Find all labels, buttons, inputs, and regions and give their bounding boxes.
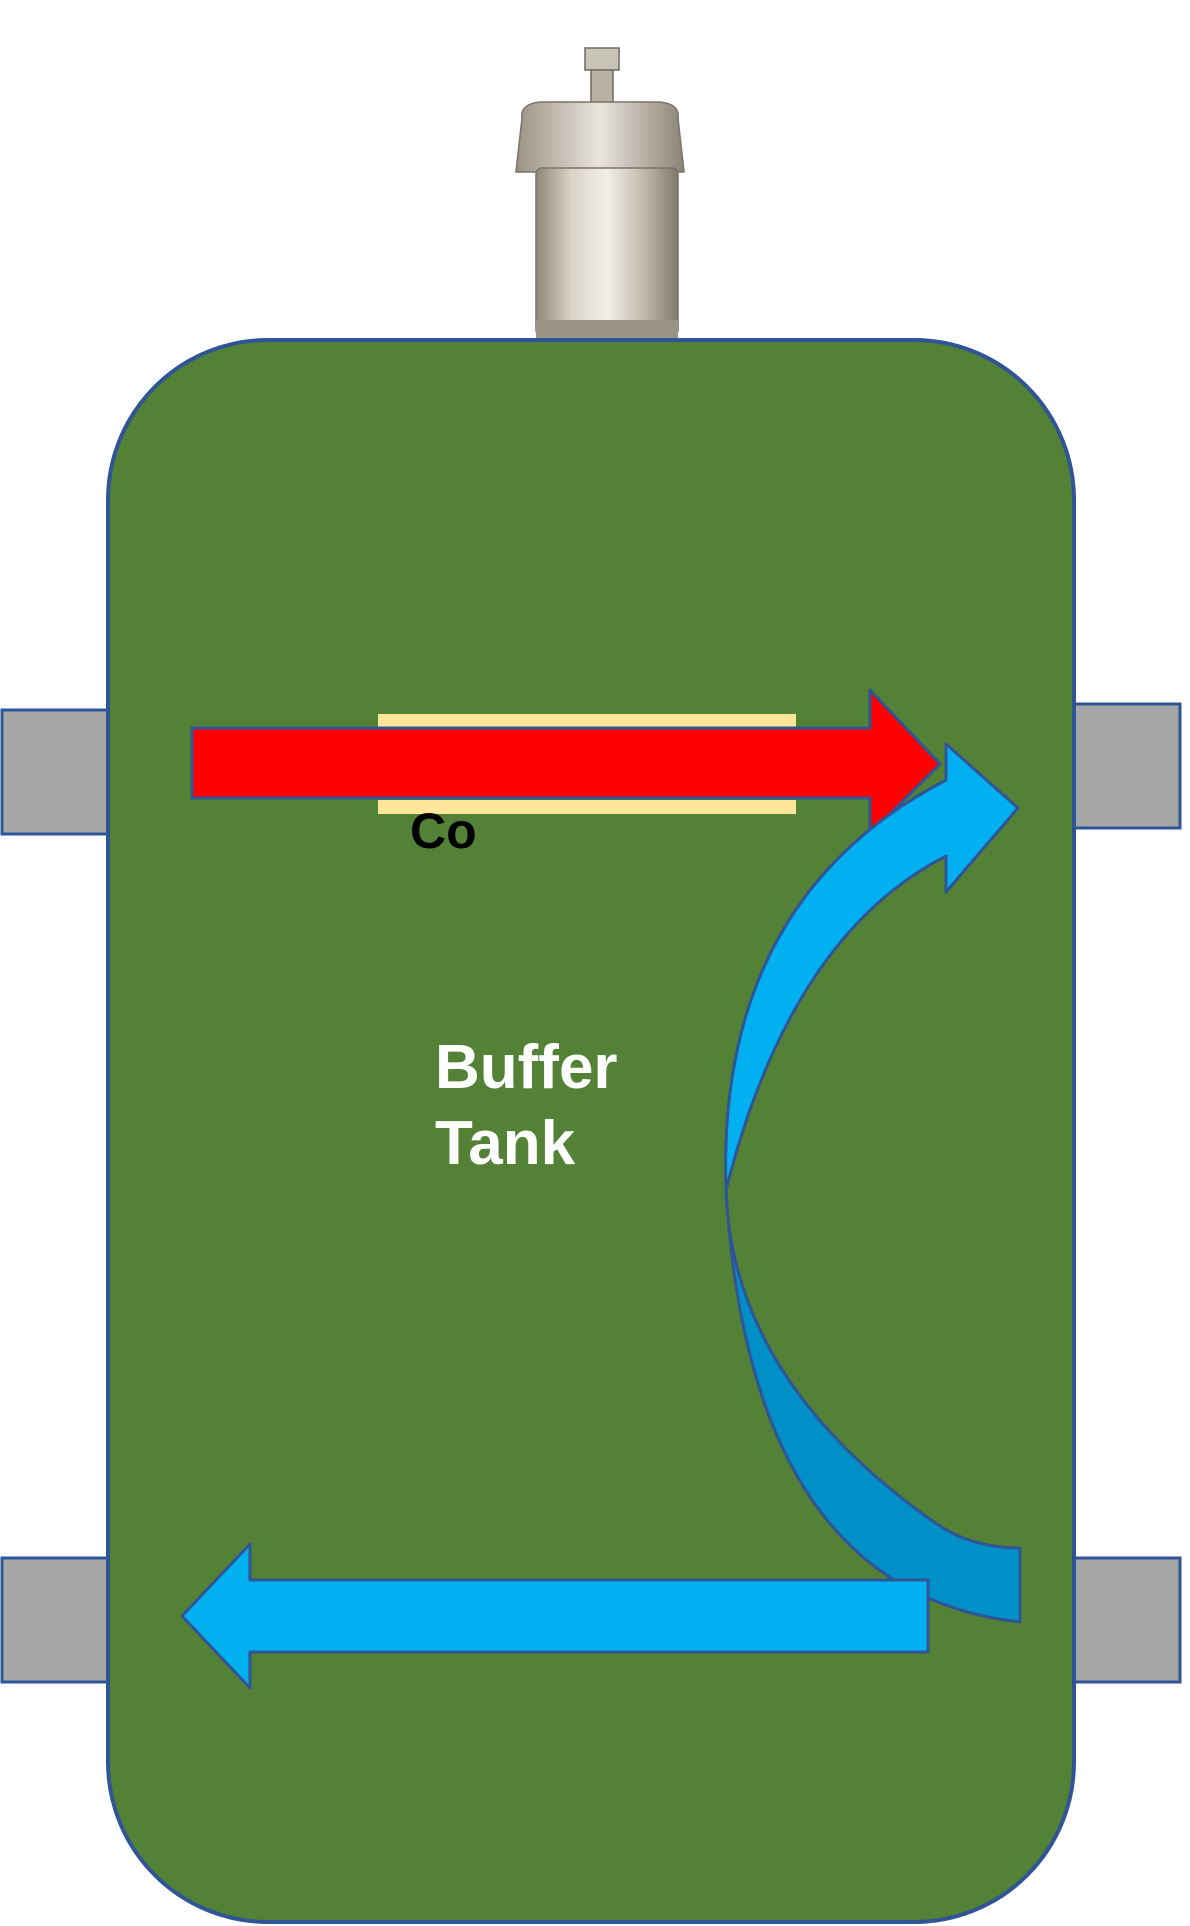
air-vent-icon xyxy=(516,48,684,338)
sensor-pocket-top xyxy=(378,714,796,728)
tank-body xyxy=(108,340,1074,1922)
tank-label-line1: Buffer xyxy=(435,1033,618,1102)
port-top-left xyxy=(2,710,112,834)
port-bottom-right xyxy=(1070,1558,1180,1682)
sensor-label: Co xyxy=(410,803,477,859)
port-bottom-left xyxy=(2,1558,112,1682)
port-top-right xyxy=(1070,704,1180,828)
tank-label-line2: Tank xyxy=(435,1109,576,1178)
